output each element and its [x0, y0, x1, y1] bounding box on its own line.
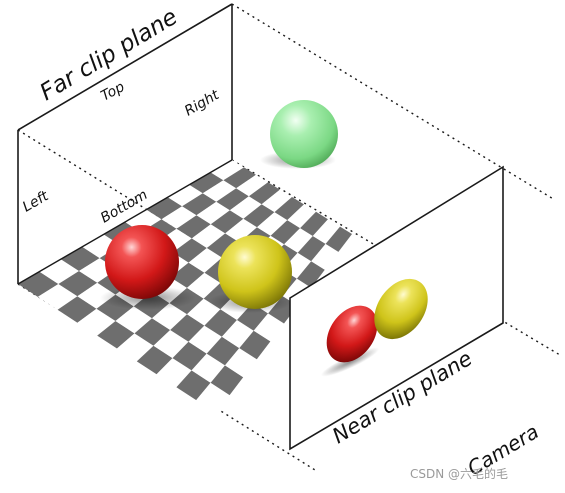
floor-tile [134, 318, 171, 346]
floor-tile [172, 341, 207, 371]
floor-tile [225, 218, 257, 243]
floor-tile [18, 271, 59, 297]
floor-tile [97, 321, 135, 349]
floor-tile [136, 345, 173, 375]
floor-tile [257, 212, 288, 236]
floor-tile [156, 358, 192, 388]
floor-tile [188, 248, 222, 273]
floor-tile [287, 204, 316, 229]
floor-tile [312, 219, 340, 244]
floor-tile [176, 370, 211, 401]
floor-tile [196, 201, 230, 225]
floor-tile [206, 336, 240, 366]
projected-red-sphere [326, 305, 378, 363]
floor-edges [17, 159, 233, 285]
yellow-sphere [218, 235, 292, 309]
floor-tile [270, 220, 301, 245]
floor-tile [210, 160, 244, 181]
right-label: Right [182, 87, 222, 120]
floor-tile [248, 182, 280, 205]
floor-tile [300, 211, 328, 236]
floor-tile [297, 236, 326, 262]
floor-tile [77, 308, 116, 336]
floor-tile [58, 271, 98, 297]
floor-tile [176, 215, 211, 239]
floor-tile [57, 296, 97, 323]
floor-tile [77, 282, 116, 309]
floor-tile [296, 261, 325, 288]
floor-tile [210, 210, 244, 234]
floor-tile [239, 330, 271, 360]
floor-tile [115, 306, 152, 334]
floor-tile [187, 272, 221, 299]
floor-tile [206, 233, 240, 258]
floor-tile [152, 303, 187, 330]
floor-tile [274, 197, 304, 221]
floor-tile [191, 353, 225, 383]
floor-tile [189, 172, 224, 194]
floor-tile [210, 365, 244, 396]
left-label: Left [20, 188, 52, 216]
green-sphere [270, 100, 338, 168]
projected-yellow-sphere [374, 278, 428, 340]
floor-tile [161, 206, 197, 229]
floor-tile [236, 174, 268, 197]
floor-tile [146, 197, 183, 220]
floor-tile [225, 348, 257, 378]
floor-tile [170, 262, 205, 288]
red-sphere [105, 225, 179, 299]
floor-tile [221, 320, 254, 349]
floor-tile [191, 224, 226, 248]
floor-tile [153, 330, 189, 359]
floor-tile [253, 313, 284, 342]
floor-tile [325, 226, 352, 252]
floor-tile [216, 188, 249, 211]
floor-tile [204, 309, 237, 337]
floor-tile [172, 238, 207, 263]
floor-tile [170, 314, 205, 342]
floor-tile [202, 180, 237, 202]
floor-tile [223, 167, 256, 189]
projected-red-shadow [320, 347, 380, 377]
floor-tile [182, 193, 217, 216]
floor-tile [82, 234, 121, 259]
floor-tile [229, 196, 262, 219]
floor-tile [37, 284, 78, 310]
floor-tile [117, 333, 154, 362]
floor-tile [60, 246, 100, 271]
floor-tile [243, 204, 275, 228]
far-clip-plane [17, 3, 233, 284]
floor-tile [39, 259, 79, 284]
floor-tile [196, 382, 230, 413]
watermark-text: CSDN @六毛的毛 [410, 466, 508, 481]
floor-tile [284, 228, 313, 253]
floor-tile [311, 243, 339, 270]
floor-tile [261, 189, 292, 213]
top-label: Top [98, 79, 127, 105]
floor-tile [167, 184, 203, 207]
floor-tile [188, 325, 222, 354]
